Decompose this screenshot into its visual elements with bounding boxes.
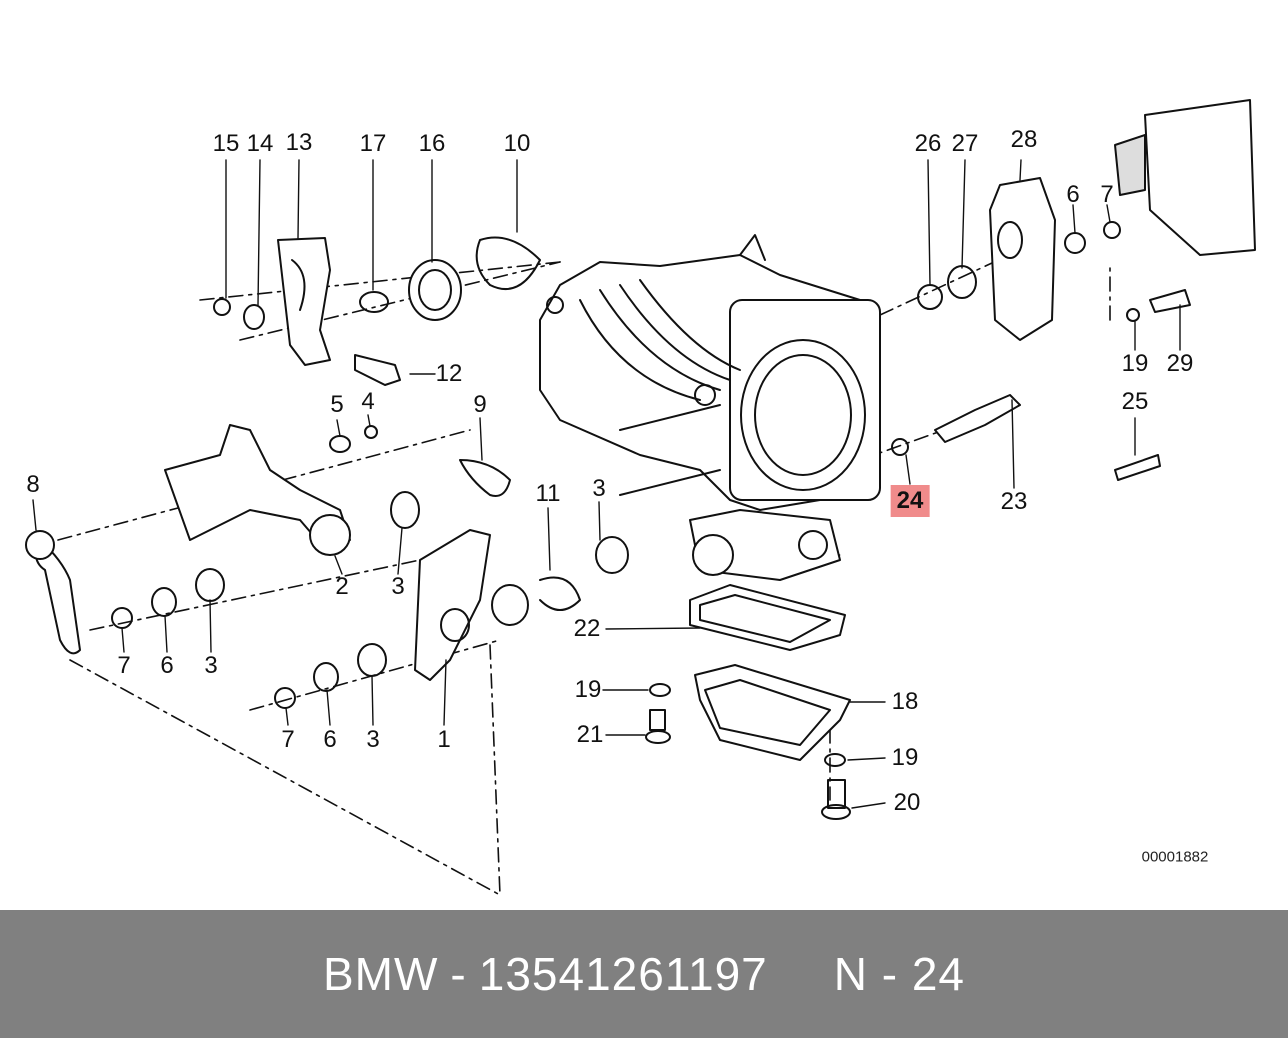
callout-11: 11 (535, 480, 561, 507)
callout-2: 2 (335, 573, 349, 600)
callout-3-left: 3 (204, 652, 218, 679)
callout-6-left: 6 (160, 652, 174, 679)
callout-24-highlighted: 24 (890, 485, 930, 517)
callout-15: 15 (212, 130, 240, 157)
callout-14: 14 (246, 130, 274, 157)
callout-19-right: 19 (891, 744, 919, 771)
callout-23: 23 (1000, 488, 1028, 515)
callout-20: 20 (893, 789, 921, 816)
callout-19-top: 19 (1121, 350, 1149, 377)
callout-9: 9 (473, 391, 487, 418)
callout-17: 17 (359, 130, 387, 157)
callout-21: 21 (576, 721, 604, 748)
callout-10: 10 (503, 130, 531, 157)
callout-12: 12 (435, 360, 463, 387)
callout-19-left: 19 (574, 676, 602, 703)
callout-6-right: 6 (1066, 181, 1080, 208)
brand-name: BMW (322, 948, 439, 1000)
callout-13: 13 (285, 129, 313, 156)
callout-5: 5 (330, 391, 344, 418)
part-number: 13541261197 (478, 948, 768, 1000)
callout-25: 25 (1121, 388, 1149, 415)
callout-6-bottom: 6 (323, 726, 337, 753)
callout-16: 16 (418, 130, 446, 157)
callout-29: 29 (1166, 350, 1194, 377)
diagram-reference-number: 00001882 (1141, 848, 1209, 866)
position-label: N - 24 (833, 948, 965, 1000)
lever-13 (213, 236, 541, 386)
callout-7-left: 7 (117, 652, 131, 679)
callout-7-bottom: 7 (281, 726, 295, 753)
callout-18: 18 (891, 688, 919, 715)
callout-26: 26 (914, 130, 942, 157)
callout-7-right: 7 (1100, 181, 1114, 208)
callout-1: 1 (437, 726, 451, 753)
footer-caption: BMW - 13541261197 N - 24 (0, 910, 1288, 1038)
gasket-and-cover (645, 584, 851, 820)
sensor-23 (891, 394, 1021, 456)
callout-3-middle: 3 (592, 475, 606, 502)
callout-22: 22 (573, 615, 601, 642)
callout-28: 28 (1010, 126, 1038, 153)
linkage-assembly (25, 424, 721, 709)
caption-separator: - (450, 948, 467, 1000)
callout-27: 27 (951, 130, 979, 157)
callout-3-bottom: 3 (366, 726, 380, 753)
callout-8: 8 (26, 471, 40, 498)
throttle-body-housing (539, 234, 881, 581)
exploded-parts-diagram (25, 99, 1256, 896)
footer-bar: BMW - 13541261197 N - 24 (0, 910, 1288, 1038)
callout-3-upper: 3 (391, 573, 405, 600)
callout-4: 4 (361, 388, 375, 415)
